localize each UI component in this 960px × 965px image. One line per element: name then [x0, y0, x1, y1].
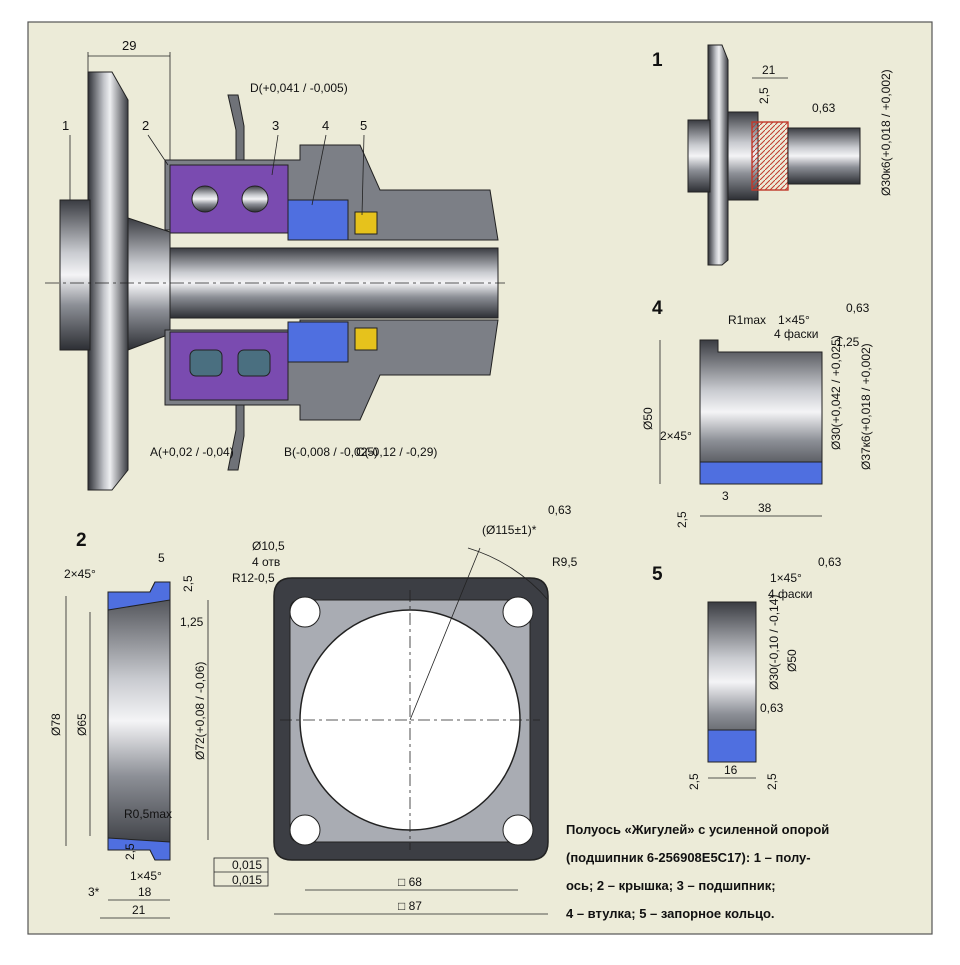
plate-radius-9-5: R9,5	[552, 555, 578, 569]
detail-5-dia-50: Ø50	[785, 649, 799, 672]
fit-A: A(+0,02 / -0,04)	[150, 445, 234, 459]
detail-4-dia-50: Ø50	[641, 407, 655, 430]
detail-2-tolerance-2: 0,015	[232, 873, 262, 887]
detail-4-sleeve: 4 0,63 R1max 1×45° 4 фаски 1,25 Ø50 Ø30(…	[641, 298, 873, 528]
caption-line-1: Полуось «Жигулей» с усиленной опорой	[566, 822, 829, 837]
detail-5-number: 5	[652, 564, 663, 585]
detail-1-axle-end: 1 21 2,5 0,63 Ø30к6(+0,018 / +0,002)	[652, 44, 893, 266]
detail-2-dia-72: Ø72(+0,08 / -0,06)	[193, 662, 207, 760]
detail-2-dim-2-5: 2,5	[181, 575, 195, 592]
detail-5-chamfers-count: 4 фаски	[768, 587, 813, 601]
plate-square-68: □ 68	[398, 875, 422, 889]
detail-2-cover-section: 2 2×45° 5 2,5 1,25 Ø78 Ø65 Ø72(+0,08 / -…	[49, 530, 269, 919]
callout-4: 4	[322, 118, 329, 133]
caption-line-3: ось; 2 – крышка; 3 – подшипник;	[566, 878, 776, 893]
assembly-section-view: 29 1 2 3 4 5 D(+0,041 / -0,005) A(+0,02 …	[45, 38, 505, 491]
detail-5-lock-ring: 5 0,63 1×45° 4 фаски Ø30(-0,10 / -0,14) …	[652, 555, 842, 790]
detail-2-r0-5: R0,5max	[124, 807, 172, 821]
detail-4-roughness: 0,63	[846, 301, 870, 315]
brake-shield-upper	[227, 94, 245, 161]
plate-roughness: 0,63	[548, 503, 572, 517]
detail-2-dim-3: 3*	[88, 885, 100, 899]
detail-5-dim-2-5a: 2,5	[687, 773, 701, 790]
detail-4-r1max: R1max	[728, 313, 766, 327]
plate-radius-12: R12-0,5	[232, 571, 275, 585]
detail-5-inner-roughness: 0,63	[760, 701, 784, 715]
callout-2: 2	[142, 118, 149, 133]
fit-D: D(+0,041 / -0,005)	[250, 81, 348, 95]
detail-4-dim-2-5: 2,5	[675, 511, 689, 528]
detail-1-dim-21: 21	[762, 63, 776, 77]
fit-B: B(-0,008 / -0,025)	[284, 445, 378, 459]
sleeve-lower	[287, 321, 349, 363]
detail-5-chamfer: 1×45°	[770, 571, 802, 585]
detail-2-dim-2-5b: 2,5	[123, 843, 137, 860]
detail-2-dia-65: Ø65	[75, 713, 89, 736]
plate-dia-115: (Ø115±1)*	[482, 523, 537, 537]
callout-1: 1	[62, 118, 69, 133]
plate-hole-diameter: Ø10,5	[252, 539, 285, 553]
sleeve-upper	[287, 199, 349, 241]
oil-seal-lower	[354, 327, 378, 351]
fit-C: C(-0,12 / -0,29)	[356, 445, 437, 459]
detail-4-dim-38: 38	[758, 501, 772, 515]
detail-5-roughness: 0,63	[818, 555, 842, 569]
detail-4-dia-30: Ø30(+0,042 / +0,025)	[829, 335, 843, 450]
brake-shield-lower	[227, 404, 245, 471]
detail-5-section	[707, 729, 757, 763]
detail-1-roughness: 0,63	[812, 101, 836, 115]
bearing-upper	[169, 164, 289, 234]
dim-29: 29	[122, 38, 136, 53]
plate-hole-bl	[289, 814, 321, 846]
plate-hole-tl	[289, 596, 321, 628]
detail-4-dim-1-25: 1,25	[836, 335, 860, 349]
plate-square-87: □ 87	[398, 899, 422, 913]
detail-2-dim-5: 5	[158, 551, 165, 565]
plate-hole-count: 4 отв	[252, 555, 280, 569]
detail-5-dim-16: 16	[724, 763, 738, 777]
detail-2-chamfer-1: 1×45°	[130, 869, 162, 883]
detail-2-chamfer: 2×45°	[64, 567, 96, 581]
detail-2-dim-21: 21	[132, 903, 146, 917]
detail-2-dim-18: 18	[138, 885, 152, 899]
detail-1-bearing-seat	[751, 121, 789, 191]
caption-line-4: 4 – втулка; 5 – запорное кольцо.	[566, 906, 775, 921]
detail-4-chamfer-2: 2×45°	[660, 429, 692, 443]
detail-4-chamfers-count: 4 фаски	[774, 327, 819, 341]
detail-4-number: 4	[652, 298, 663, 319]
detail-2-tolerance-1: 0,015	[232, 858, 262, 872]
cover-plate-front-view: Ø10,5 4 отв R12-0,5 (Ø115±1)* R9,5 0,63 …	[232, 503, 578, 915]
detail-1-dim-2-5: 2,5	[757, 87, 771, 104]
oil-seal-upper	[354, 211, 378, 235]
detail-4-dia-37: Ø37к6(+0,018 / +0,002)	[859, 343, 873, 470]
detail-1-number: 1	[652, 50, 663, 71]
detail-4-chamfer: 1×45°	[778, 313, 810, 327]
detail-4-section	[699, 461, 823, 485]
caption-line-2: (подшипник 6-256908Е5С17): 1 – полу-	[566, 850, 811, 865]
detail-2-dia-78: Ø78	[49, 713, 63, 736]
detail-2-number: 2	[76, 530, 87, 551]
axle-flange	[87, 71, 129, 491]
detail-4-dim-3: 3	[722, 489, 729, 503]
callout-3: 3	[272, 118, 279, 133]
detail-5-dim-2-5b: 2,5	[765, 773, 779, 790]
plate-hole-tr	[502, 596, 534, 628]
detail-2-dim-1-25: 1,25	[180, 615, 204, 629]
plate-hole-br	[502, 814, 534, 846]
callout-group: 1 2 3 4 5	[62, 118, 367, 216]
axle-hub-stub	[59, 199, 91, 351]
caption: Полуось «Жигулей» с усиленной опорой (по…	[566, 822, 829, 921]
detail-5-dia-30: Ø30(-0,10 / -0,14)	[767, 595, 781, 690]
callout-5: 5	[360, 118, 367, 133]
detail-1-diameter: Ø30к6(+0,018 / +0,002)	[879, 69, 893, 196]
